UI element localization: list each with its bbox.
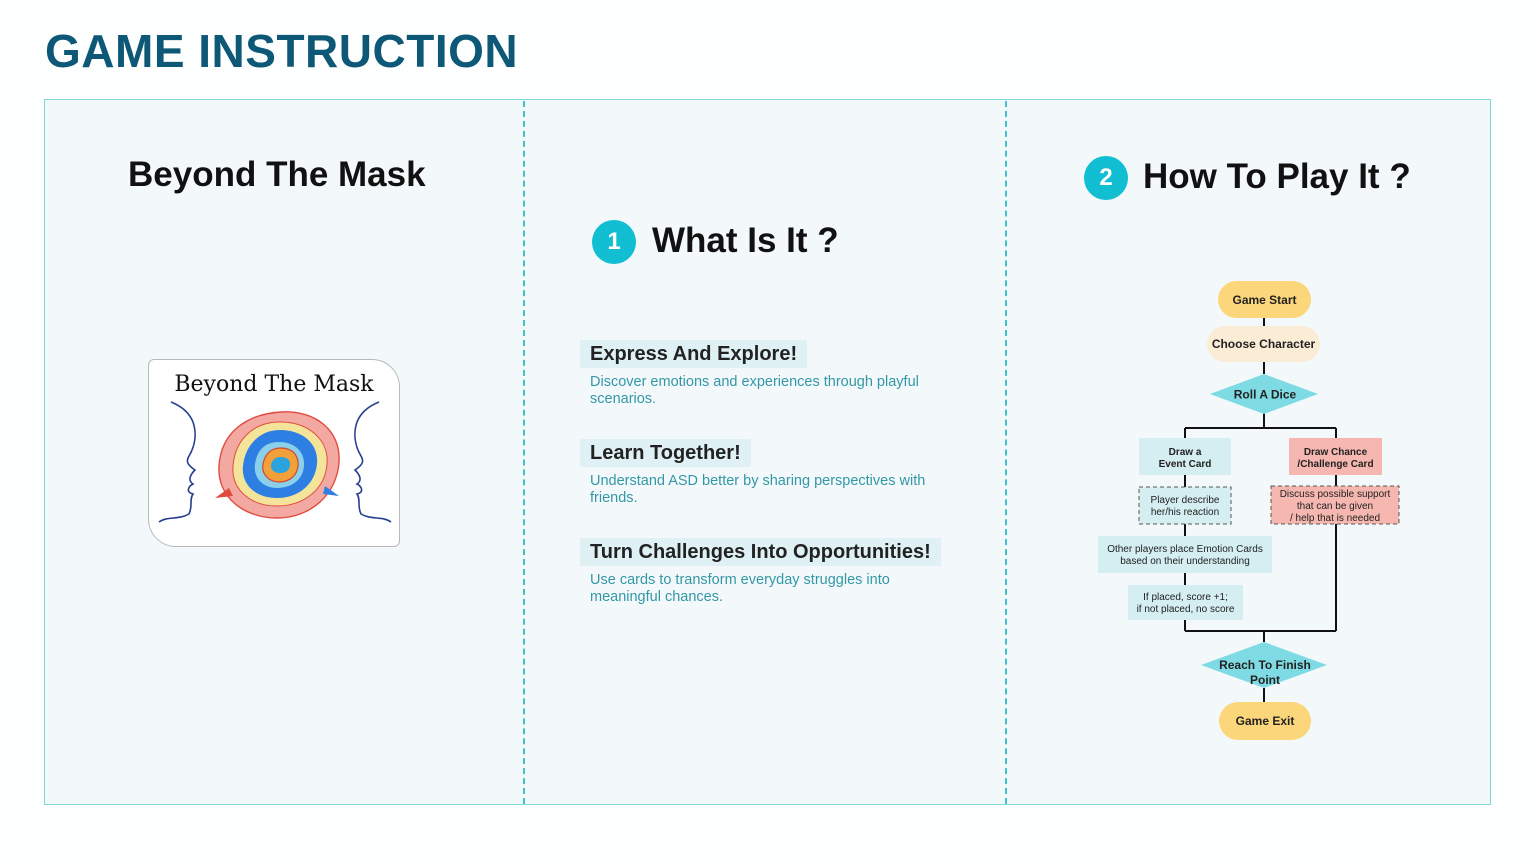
others-place-node: Other players place Emotion Cards based … — [1098, 536, 1272, 573]
feature-description: Understand ASD better by sharing perspec… — [590, 473, 926, 506]
finish-node: Reach To Finish Point — [1201, 642, 1327, 688]
feature-title: Express And Explore! — [580, 340, 808, 368]
what-is-it-heading: What Is It ? — [652, 221, 839, 260]
flow-connectors — [1184, 318, 1337, 702]
mask-faces-logo-icon — [158, 401, 392, 523]
roll-dice-label: Roll A Dice — [1234, 388, 1297, 402]
choose-character-label: Choose Character — [1212, 337, 1316, 351]
game-exit-label: Game Exit — [1236, 714, 1295, 728]
event-card-line: Draw a — [1169, 447, 1202, 458]
others-place-line: Other players place Emotion Cards — [1107, 544, 1263, 555]
chance-card-line: Draw Chance — [1304, 447, 1368, 458]
feature-description: Use cards to transform everyday struggle… — [590, 572, 890, 605]
feature-title: Turn Challenges Into Opportunities! — [580, 538, 941, 566]
chance-card-node: Draw Chance /Challenge Card — [1289, 438, 1382, 475]
event-card-node: Draw a Event Card — [1139, 438, 1231, 475]
game-name-heading: Beyond The Mask — [128, 155, 426, 194]
feature-title: Learn Together! — [580, 439, 751, 467]
feature-item: Turn Challenges Into Opportunities! Use … — [580, 538, 960, 606]
game-start-label: Game Start — [1232, 293, 1296, 307]
feature-item: Express And Explore! Discover emotions a… — [580, 340, 960, 408]
discuss-support-node: Discuss possible support that can be giv… — [1270, 485, 1400, 525]
score-line: if not placed, no score — [1137, 604, 1235, 615]
game-exit-node: Game Exit — [1219, 702, 1311, 740]
feature-description: Discover emotions and experiences throug… — [590, 374, 919, 407]
discuss-support-line: Discuss possible support — [1280, 489, 1391, 500]
game-logo: Beyond The Mask — [148, 359, 400, 547]
feature-item: Learn Together! Understand ASD better by… — [580, 439, 960, 507]
player-describe-line: her/his reaction — [1151, 507, 1219, 518]
player-describe-line: Player describe — [1151, 495, 1220, 506]
panel-divider-right — [1005, 101, 1007, 804]
chance-card-line: /Challenge Card — [1297, 459, 1373, 470]
choose-character-node: Choose Character — [1207, 326, 1320, 362]
how-to-play-heading: How To Play It ? — [1143, 157, 1411, 196]
player-describe-node: Player describe her/his reaction — [1138, 486, 1232, 525]
score-node: If placed, score +1; if not placed, no s… — [1128, 585, 1243, 620]
step-number-badge: 1 — [592, 220, 636, 264]
discuss-support-line: / help that is needed — [1290, 513, 1380, 524]
panel-divider-left — [523, 101, 525, 804]
roll-dice-node: Roll A Dice — [1210, 374, 1318, 414]
finish-line: Reach To Finish — [1219, 658, 1311, 672]
page-title: GAME INSTRUCTION — [45, 25, 519, 77]
finish-line: Point — [1250, 673, 1280, 687]
event-card-line: Event Card — [1159, 459, 1212, 470]
game-start-node: Game Start — [1218, 281, 1311, 318]
score-line: If placed, score +1; — [1143, 592, 1228, 603]
logo-text: Beyond The Mask — [174, 372, 374, 397]
others-place-line: based on their understanding — [1120, 556, 1250, 567]
discuss-support-line: that can be given — [1297, 501, 1373, 512]
step-number-badge: 2 — [1084, 156, 1128, 200]
